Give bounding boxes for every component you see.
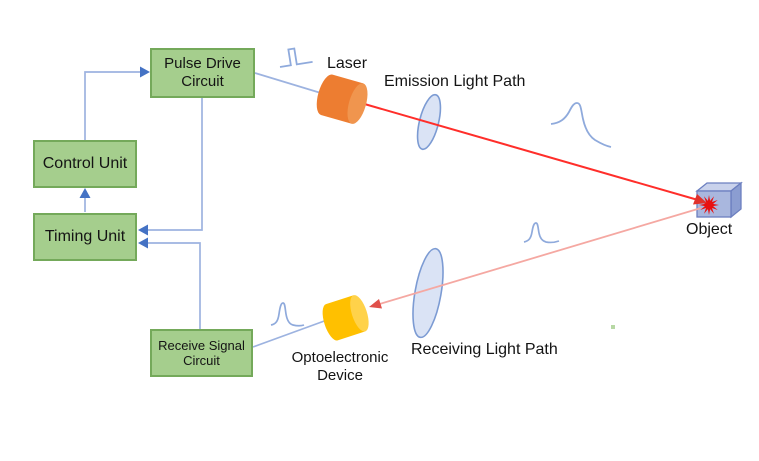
stray-dot [611,325,615,329]
laser-hit-starburst-icon [699,195,719,215]
receiving-lens-icon [412,247,444,339]
receiving-arrowhead-icon [369,299,382,309]
drive-square-pulse-icon [279,47,313,68]
laser-cylinder-icon [316,74,368,124]
object-cube-icon [695,181,743,219]
block-label: Pulse Drive Circuit [164,55,241,90]
emitted-light-pulse-icon [550,102,612,148]
connector-pulsedrive-to-timing [138,98,203,236]
block-control-unit: Control Unit [33,140,137,188]
block-label: Receive Signal Circuit [158,337,245,368]
emission-light-path-label: Emission Light Path [384,73,526,90]
emission-light-ray [360,102,699,201]
connector-timing-to-control [79,188,91,212]
arrowhead-up-icon [79,188,91,198]
block-label: Control Unit [42,154,128,172]
optoelectronic-device-label: Optoelectronic Device [291,349,389,384]
arrowhead-left-icon [138,237,148,249]
optoelectronic-device-cylinder-icon [322,295,369,341]
object-label: Object [686,221,733,238]
connector-control-to-pulsedrive [84,66,150,140]
arrowhead-right-icon [140,66,150,78]
received-signal-pulse-icon [270,302,305,327]
arrowhead-left-icon [138,224,148,236]
block-timing-unit: Timing Unit [33,213,137,261]
receiving-light-ray [372,207,702,307]
block-pulse-drive-circuit: Pulse Drive Circuit [150,48,255,98]
laser-label: Laser [327,55,368,72]
receiving-light-path-label: Receiving Light Path [411,341,558,358]
block-label: Timing Unit [44,227,126,245]
emission-arrowhead-icon [693,194,707,205]
returned-light-pulse-icon [523,222,560,244]
block-receive-signal-circuit: Receive Signal Circuit [150,329,253,377]
connector-receive-to-timing [138,237,201,329]
